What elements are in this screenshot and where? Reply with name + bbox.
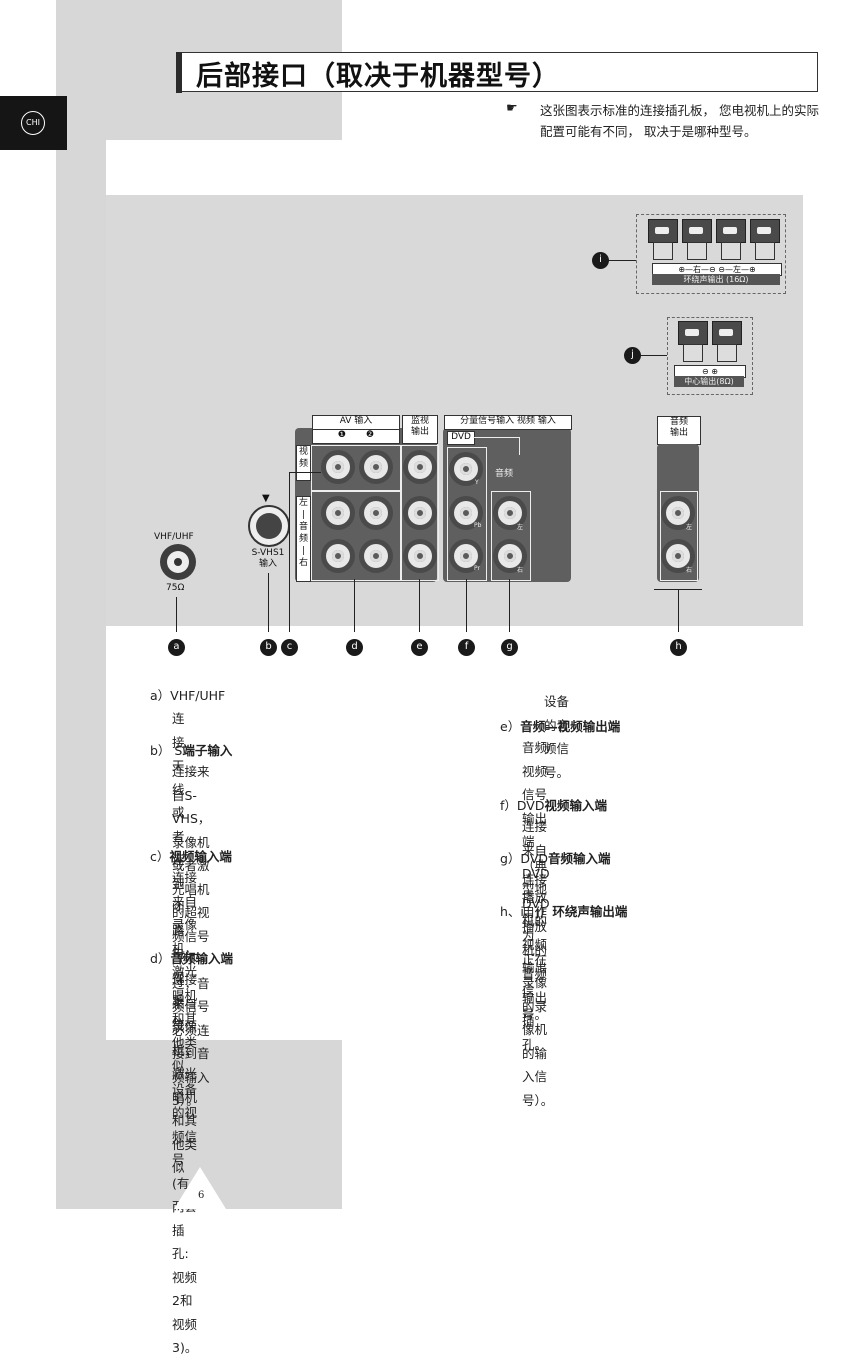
rear-panel-diagram: ⊕—右—⊖ ⊖—左—⊕ 环绕声输出 (16Ω) ⊖ ⊕ 中心输出(8Ω) i j… [106,195,803,632]
dvd-audio-right-jack [493,539,527,573]
page-number-tab [174,1167,226,1209]
monitor-out-label: 监视 输出 [402,415,438,444]
ohm-label: 75Ω [166,583,185,593]
monitor-video-jack [403,450,437,484]
speaker-terminal [648,219,678,260]
speaker-terminal [712,321,742,362]
callout-i: i [592,252,609,269]
svhs-label: S-VHS1 输入 [251,548,285,569]
av1-video-jack [321,450,355,484]
audio-side-label: 左 | 音 频 | 右 [296,496,311,582]
av-num-1: ❶ [337,430,346,440]
page-number: 6 [198,1190,205,1201]
svhs-arrow-icon: ▼ [262,493,270,504]
surround-output-box [636,214,786,294]
callout-e: e [411,639,428,656]
callout-b: b [260,639,277,656]
audio-mid-label: 音频 [495,469,514,479]
av1-audio-left-jack [321,496,355,530]
dvd-y-jack [449,452,483,486]
page-title: 后部接口（取决于机器型号） [196,61,560,92]
speaker-terminal [750,219,780,260]
dvd-audio-left-jack [493,496,527,530]
callout-h: h [670,639,687,656]
component-label: 分量信号输入 视频 输入 [444,415,572,430]
margin-band [56,0,106,1209]
av2-video-jack [359,450,393,484]
av2-audio-right-jack [359,539,393,573]
speaker-terminal [682,219,712,260]
audio-out-label: 音频 输出 [657,416,701,445]
callout-c: c [281,639,298,656]
speaker-terminal [678,321,708,362]
av-input-numbers: ❶ ❷ [312,429,400,444]
callout-g: g [501,639,518,656]
av2-audio-left-jack [359,496,393,530]
av-num-2: ❷ [366,430,375,440]
monitor-audio-left-jack [403,496,437,530]
note-text: 这张图表示标准的连接插孔板， 您电视机上的实际配置可能有不同， 取决于是哪种型号… [540,103,819,139]
speaker-terminal [716,219,746,260]
antenna-connector-icon [160,544,196,580]
center-output-box [667,317,753,395]
callout-d: d [346,639,363,656]
av-input-label: AV 输入 [312,415,400,430]
pointing-hand-icon: ☛ [506,101,518,116]
monitor-audio-right-jack [403,539,437,573]
dvd-pb-jack [449,496,483,530]
center-label: 中心输出(8Ω) [674,376,744,387]
audio-out-right-jack [661,539,695,573]
svhs-connector-icon [248,505,290,547]
audio-out-left-jack [661,496,695,530]
title-box [176,52,818,92]
callout-f: f [458,639,475,656]
dvd-label: DVD [447,431,475,445]
callout-j: j [624,347,641,364]
surround-label: 环绕声输出 (16Ω) [652,274,780,285]
language-badge: CHI [21,111,45,135]
callout-a: a [168,639,185,656]
vhf-uhf-label: VHF/UHF [154,532,194,542]
video-side-label: 视 频 [296,445,311,481]
title-accent-bar [176,52,182,93]
dvd-pr-jack [449,539,483,573]
av1-audio-right-jack [321,539,355,573]
